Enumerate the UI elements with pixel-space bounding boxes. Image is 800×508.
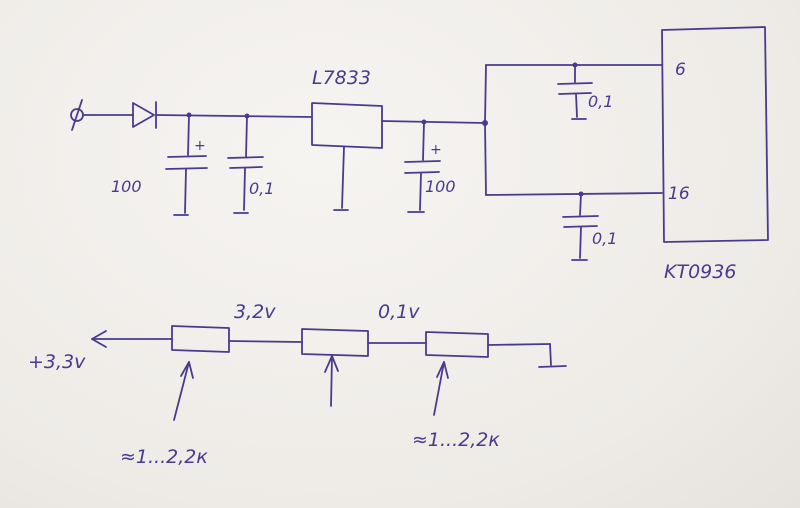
cap-pin6-label: 0,1 bbox=[588, 92, 613, 111]
tap-low-label: 0,1v bbox=[378, 301, 420, 323]
capacitor-electrolytic-input bbox=[165, 114, 208, 216]
plus-sign: + bbox=[430, 142, 442, 158]
resistor-left-label: ≈1...2,2к bbox=[120, 446, 208, 468]
chip-label: KT0936 bbox=[664, 261, 736, 283]
adjust-arrow-right bbox=[433, 361, 449, 416]
radio-chip bbox=[661, 26, 769, 243]
supply-arrow bbox=[91, 330, 173, 348]
pin-6-label: 6 bbox=[675, 60, 686, 80]
input-diode bbox=[132, 101, 157, 129]
input-terminal bbox=[70, 99, 84, 131]
cap-in-elec-label: 100 bbox=[111, 177, 142, 196]
resistor-right bbox=[425, 331, 489, 358]
chip-supply-wires bbox=[484, 64, 663, 196]
pin-16-label: 16 bbox=[668, 184, 690, 204]
resistor-right-label: ≈1...2,2к bbox=[412, 429, 500, 451]
wiper-arrow bbox=[324, 355, 339, 407]
resistor-left bbox=[171, 325, 230, 353]
capacitor-electrolytic-output bbox=[404, 121, 441, 213]
voltage-regulator bbox=[311, 102, 383, 211]
main-supply-wire bbox=[155, 114, 313, 118]
potentiometer bbox=[301, 328, 369, 357]
adjust-arrow-left bbox=[173, 361, 194, 421]
capacitor-pin16 bbox=[562, 193, 599, 261]
supply-label: +3,3v bbox=[28, 351, 86, 373]
tap-high-label: 3,2v bbox=[234, 301, 276, 323]
cap-in-ceramic-label: 0,1 bbox=[249, 179, 274, 198]
capacitor-ceramic-input bbox=[227, 115, 264, 214]
cap-out-elec-label: 100 bbox=[425, 177, 456, 196]
regulator-output-wire bbox=[381, 120, 486, 124]
cap-pin16-label: 0,1 bbox=[592, 229, 617, 248]
divider-wire bbox=[228, 340, 303, 343]
capacitor-pin6 bbox=[557, 64, 593, 120]
regulator-label: L7833 bbox=[312, 67, 371, 89]
ground-symbol bbox=[538, 343, 567, 368]
divider-wire bbox=[487, 343, 551, 346]
plus-sign: + bbox=[194, 138, 206, 154]
